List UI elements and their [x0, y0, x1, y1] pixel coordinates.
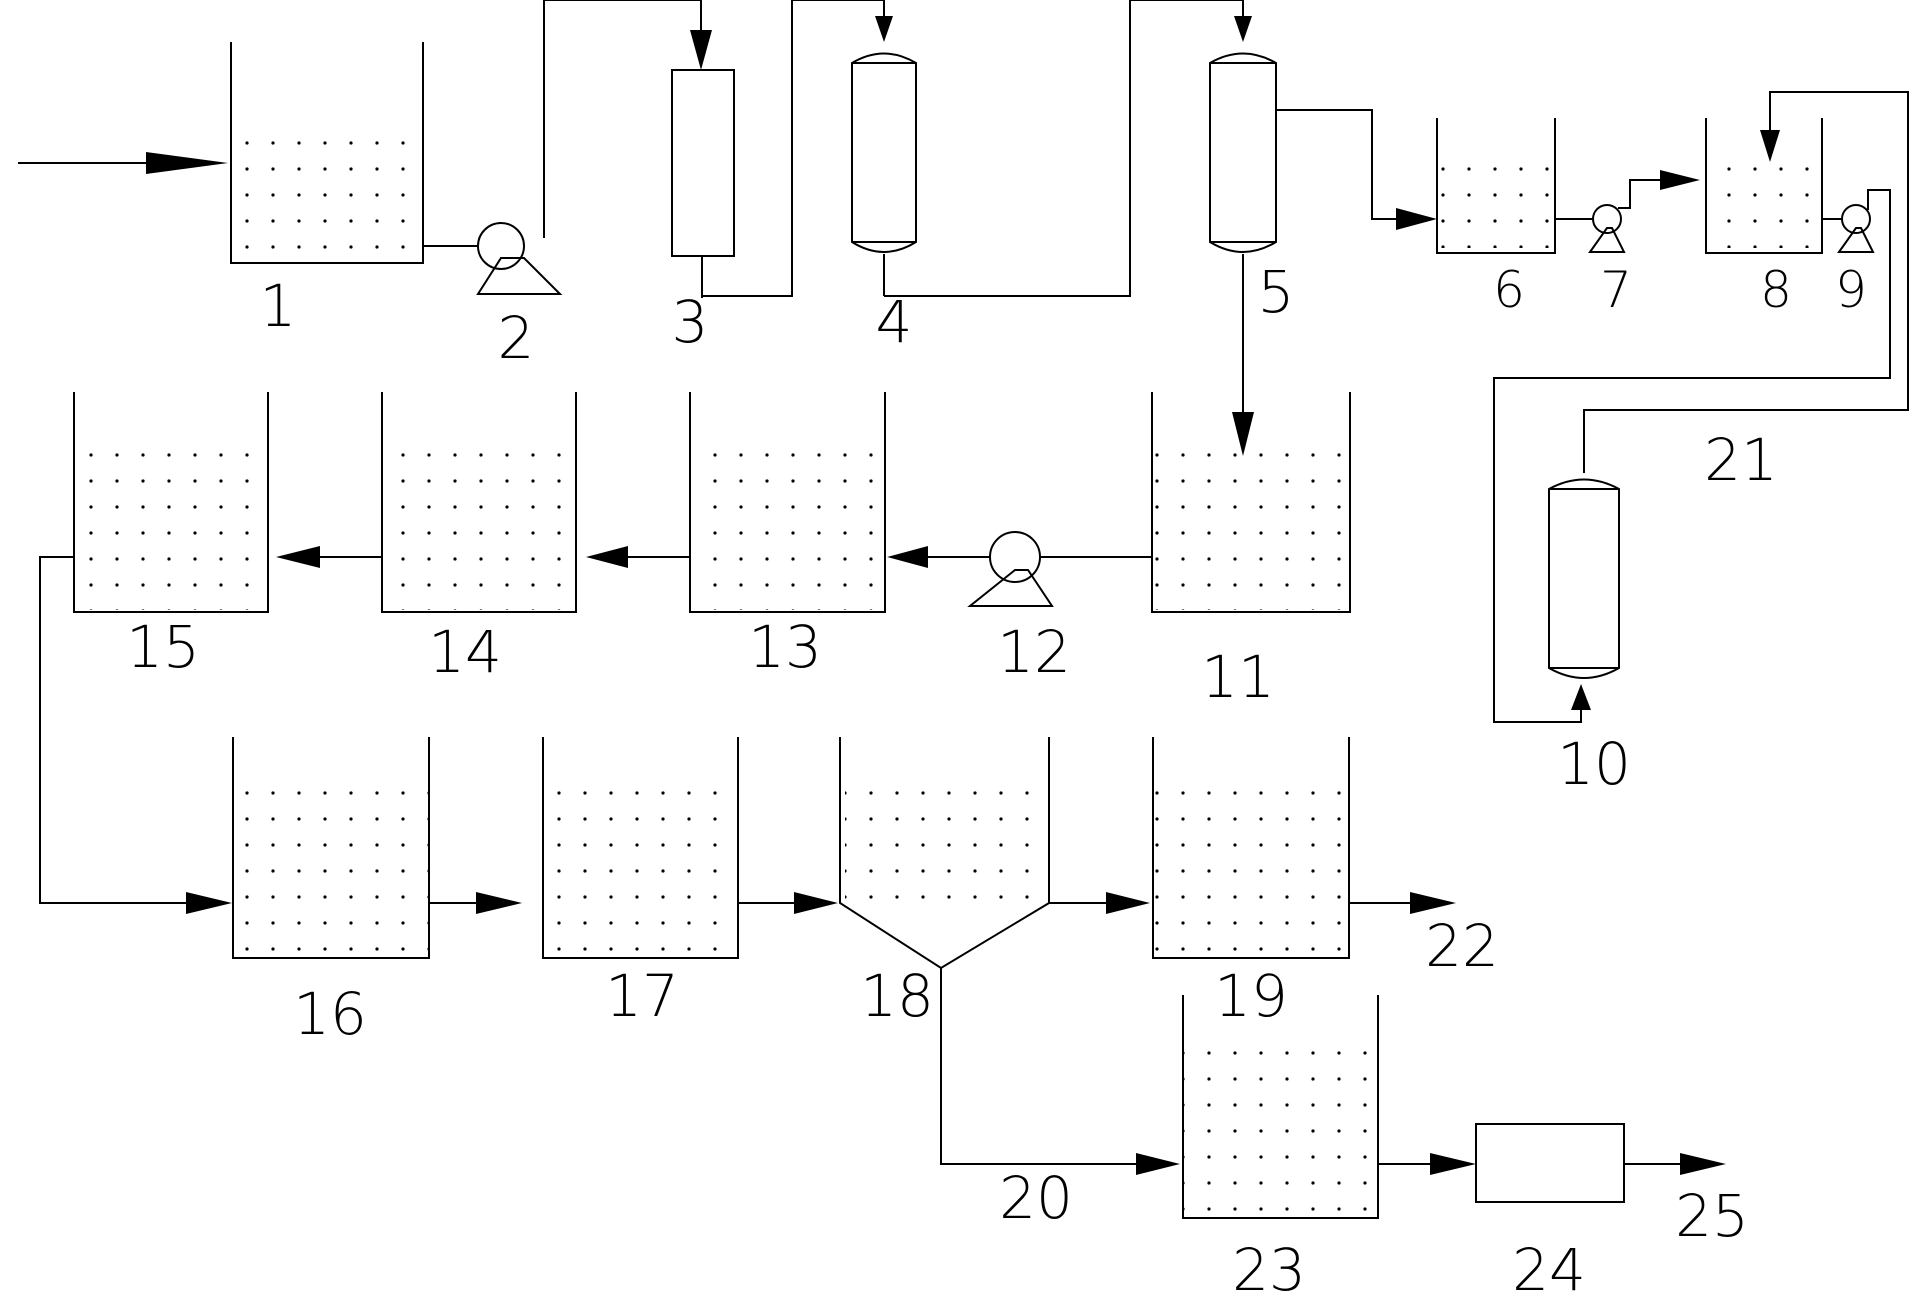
pipe-18-19 [1049, 892, 1150, 914]
tank-15 [73, 392, 269, 613]
tank-17 [542, 737, 739, 959]
label-6: 6 [1493, 261, 1525, 319]
label-22: 22 [1425, 912, 1499, 980]
tank-14 [381, 392, 577, 613]
label-15: 15 [126, 613, 200, 681]
label-9: 9 [1835, 261, 1867, 319]
pump-12 [967, 531, 1054, 607]
pipe-7-8 [1618, 170, 1700, 209]
tank-11 [1151, 392, 1351, 613]
feed-inlet-arrow [18, 152, 228, 174]
pump-9 [1837, 204, 1875, 253]
label-21: 21 [1704, 426, 1778, 494]
label-19: 19 [1214, 962, 1288, 1030]
pump-2 [476, 222, 563, 295]
label-3: 3 [672, 288, 709, 356]
unit-24 [1475, 1123, 1625, 1203]
tank-1 [230, 42, 424, 264]
tank-23 [1182, 995, 1379, 1219]
tank-8 [1705, 118, 1823, 254]
label-11: 11 [1201, 643, 1275, 711]
pipe-5-6 [1276, 109, 1437, 230]
label-12: 12 [997, 618, 1071, 686]
tank-6 [1436, 118, 1556, 254]
column-3 [671, 69, 735, 298]
label-14: 14 [428, 618, 502, 686]
label-23: 23 [1232, 1236, 1306, 1297]
pipe-17-18 [738, 892, 838, 914]
vessel-4 [851, 52, 917, 296]
pipe-2-3 [543, 0, 712, 238]
label-25: 25 [1675, 1182, 1749, 1250]
label-1: 1 [260, 272, 297, 340]
label-2: 2 [498, 304, 535, 372]
label-5: 5 [1258, 258, 1295, 326]
pipe-16-17 [429, 892, 522, 914]
pipe-4-5 [884, 0, 1252, 297]
label-8: 8 [1760, 261, 1792, 319]
tank-16 [232, 737, 430, 959]
pipe-14-15 [276, 546, 382, 568]
outlet-22-arrow [1349, 892, 1456, 914]
label-13: 13 [748, 613, 822, 681]
settler-18 [839, 737, 1050, 970]
pump-7 [1588, 204, 1626, 253]
label-18: 18 [860, 962, 934, 1030]
label-20: 20 [999, 1164, 1073, 1232]
tank-13 [689, 392, 886, 613]
label-24: 24 [1512, 1236, 1586, 1297]
outlet-25-arrow [1624, 1153, 1726, 1175]
vessel-10 [1548, 478, 1620, 679]
pipe-23-24 [1378, 1153, 1476, 1175]
label-4: 4 [876, 288, 913, 356]
pipe-5-11 [1232, 254, 1254, 456]
label-16: 16 [293, 980, 367, 1048]
pipe-12-13 [887, 546, 990, 568]
vessel-5 [1209, 52, 1277, 253]
label-17: 17 [605, 962, 679, 1030]
stream-20-underflow [940, 968, 1180, 1175]
label-10: 10 [1557, 730, 1631, 798]
pipe-15-16 [39, 556, 232, 914]
label-7: 7 [1600, 261, 1632, 319]
pipe-3-4 [702, 0, 893, 297]
tank-19 [1152, 737, 1350, 959]
pipe-13-14 [586, 546, 690, 568]
stream-21-recycle [1493, 91, 1909, 723]
